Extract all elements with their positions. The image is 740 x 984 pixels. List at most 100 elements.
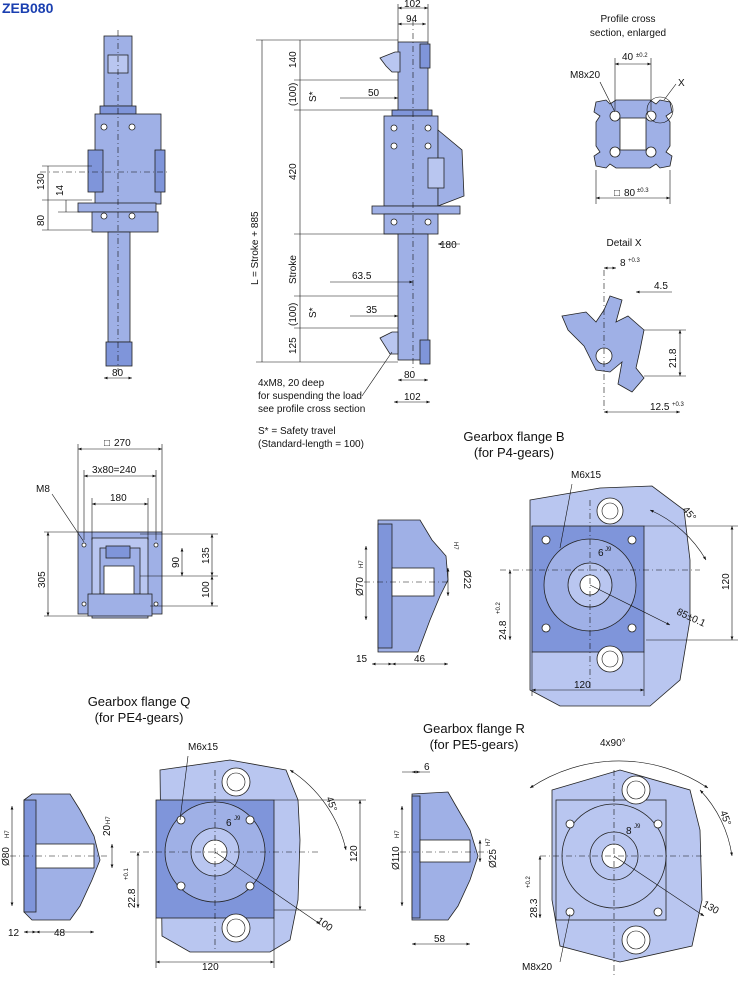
flange-b-dim-24-8: 24.8 bbox=[498, 620, 509, 640]
flange-q-dim-6-tol: J9 bbox=[234, 816, 241, 822]
side-dim-125: 125 bbox=[288, 337, 299, 354]
flange-b-dim-120-vertical: 120 bbox=[721, 573, 732, 590]
side-dim-63-5: 63.5 bbox=[352, 271, 372, 282]
top-dim-90: 90 bbox=[171, 556, 182, 568]
flange-b-dim-6: 6 bbox=[598, 548, 604, 559]
flange-q-dim-120-vertical: 120 bbox=[349, 845, 360, 862]
drawing-title: ZEB080 bbox=[2, 0, 54, 16]
side-dim-102-top: 102 bbox=[404, 0, 421, 10]
profile-title-line1: Profile cross bbox=[600, 14, 655, 25]
side-dim-420: 420 bbox=[288, 163, 299, 180]
flange-b-subtitle: (for P4-gears) bbox=[474, 445, 554, 460]
side-safety-bottom: S* bbox=[308, 307, 319, 318]
flange-q-thread: M6x15 bbox=[188, 742, 218, 753]
flange-b-dim-120-horizontal: 120 bbox=[574, 680, 591, 691]
profile-x-label: X bbox=[678, 78, 685, 89]
flange-b-dim-22-tol: H7 bbox=[452, 542, 458, 550]
front-dim-130: 130 bbox=[36, 173, 47, 190]
top-view: □ 270 3x80=240 180 M8 305 90 135 100 bbox=[36, 438, 218, 619]
profile-dim-40: 40 bbox=[622, 52, 634, 63]
flange-r-dim-110-tol: H7 bbox=[395, 830, 401, 838]
detail-x-dim-8: 8 bbox=[620, 258, 626, 269]
top-dim-135: 135 bbox=[201, 547, 212, 564]
flange-b-thread: M6x15 bbox=[571, 470, 601, 481]
flange-r-dim-28-3-tol: +0.2 bbox=[526, 875, 532, 888]
top-dim-180: 180 bbox=[110, 493, 127, 504]
flange-b-dim-46: 46 bbox=[414, 654, 426, 665]
front-view: 130 14 80 80 bbox=[36, 30, 170, 380]
side-note-thread: 4xM8, 20 deep bbox=[258, 378, 325, 389]
flange-q-dim-120-horizontal: 120 bbox=[202, 962, 219, 973]
flange-q-dim-48: 48 bbox=[54, 928, 66, 939]
flange-q-title: Gearbox flange Q bbox=[88, 694, 191, 709]
flange-r: Gearbox flange R (for PE5-gears) 6 Ø110 … bbox=[391, 721, 733, 975]
profile-dim-80-tol: ±0.3 bbox=[637, 188, 649, 194]
side-length-label: L = Stroke + 885 bbox=[250, 211, 261, 285]
flange-q-subtitle: (for PE4-gears) bbox=[95, 710, 184, 725]
flange-q-dim-20-tol: H7 bbox=[106, 816, 112, 824]
flange-q-dim-45: 45° bbox=[323, 795, 339, 813]
flange-r-dim-110: Ø110 bbox=[391, 846, 402, 870]
profile-thread: M8x20 bbox=[570, 70, 600, 81]
flange-r-dim-25-tol: H7 bbox=[486, 838, 492, 846]
side-dim-102-bottom: 102 bbox=[404, 392, 421, 403]
detail-x-dim-8-tol: +0.3 bbox=[628, 258, 641, 264]
front-dim-80: 80 bbox=[36, 214, 47, 226]
flange-b-dim-70-tol: H7 bbox=[359, 560, 365, 568]
profile-cross-section: Profile cross section, enlarged 40 ±0.2 … bbox=[570, 14, 685, 204]
flange-q-dim-20: 20 bbox=[102, 824, 113, 836]
flange-r-dim-25: Ø25 bbox=[488, 849, 499, 868]
side-dim-35: 35 bbox=[366, 305, 378, 316]
detail-x-dim-12-5-tol: +0.3 bbox=[672, 402, 685, 408]
side-dim-94: 94 bbox=[406, 14, 418, 25]
flange-q-dim-6: 6 bbox=[226, 818, 232, 829]
front-dim-80-bottom: 80 bbox=[112, 368, 124, 379]
profile-dim-80: 80 bbox=[624, 188, 636, 199]
detail-x-dim-21-8: 21.8 bbox=[668, 348, 679, 368]
flange-r-dim-45: 45° bbox=[717, 809, 733, 827]
flange-b-dim-70: Ø70 bbox=[355, 577, 366, 596]
flange-q-dim-12: 12 bbox=[8, 928, 20, 939]
flange-b: Gearbox flange B (for P4-gears) Ø70 H7 Ø… bbox=[355, 429, 738, 707]
flange-r-dim-8-tol: J9 bbox=[634, 824, 641, 830]
flange-r-title: Gearbox flange R bbox=[423, 721, 525, 736]
top-dim-100: 100 bbox=[201, 581, 212, 598]
flange-r-dim-28-3: 28.3 bbox=[529, 898, 540, 918]
side-view: 102 94 L = Stroke + 885 140 (100) S* 420… bbox=[250, 0, 465, 450]
top-thread-m8: M8 bbox=[36, 484, 50, 495]
flange-r-dim-130: 130 bbox=[701, 899, 721, 917]
side-stroke-label: Stroke bbox=[288, 255, 299, 284]
flange-r-dim-4x90: 4x90° bbox=[600, 738, 626, 749]
flange-r-subtitle: (for PE5-gears) bbox=[430, 737, 519, 752]
side-note-suspend: for suspending the load bbox=[258, 391, 362, 402]
top-dim-3x80: 3x80=240 bbox=[92, 465, 137, 476]
flange-r-dim-6: 6 bbox=[424, 762, 430, 773]
side-note-standard: (Standard-length = 100) bbox=[258, 439, 364, 450]
flange-b-dim-15: 15 bbox=[356, 654, 368, 665]
flange-q-dim-80: Ø80 bbox=[1, 847, 12, 866]
detail-x-dim-12-5: 12.5 bbox=[650, 402, 670, 413]
flange-r-thread: M8x20 bbox=[522, 962, 552, 973]
top-square-symbol: □ bbox=[104, 438, 110, 449]
side-dim-100-top: (100) bbox=[288, 83, 299, 106]
flange-q-dim-22-8-tol: +0.1 bbox=[124, 867, 130, 880]
side-note-profile: see profile cross section bbox=[258, 404, 365, 415]
side-note-safety: S* = Safety travel bbox=[258, 426, 336, 437]
top-dim-305: 305 bbox=[37, 571, 48, 588]
top-dim-270: 270 bbox=[114, 438, 131, 449]
detail-x-title: Detail X bbox=[606, 238, 641, 249]
flange-b-title: Gearbox flange B bbox=[463, 429, 564, 444]
flange-r-dim-58: 58 bbox=[434, 934, 446, 945]
side-dim-100-bottom: (100) bbox=[288, 303, 299, 326]
detail-x-dim-4-5: 4.5 bbox=[654, 281, 668, 292]
flange-r-dim-8: 8 bbox=[626, 826, 632, 837]
flange-q: Gearbox flange Q (for PE4-gears) Ø80 H7 … bbox=[1, 694, 366, 973]
flange-q-dim-80-tol: H7 bbox=[5, 830, 11, 838]
flange-b-dim-22: Ø22 bbox=[461, 570, 472, 589]
flange-q-dim-22-8: 22.8 bbox=[127, 888, 138, 908]
profile-square-symbol: □ bbox=[614, 188, 620, 199]
flange-b-dim-6-tol: J9 bbox=[605, 547, 612, 553]
front-dim-14: 14 bbox=[55, 184, 66, 196]
